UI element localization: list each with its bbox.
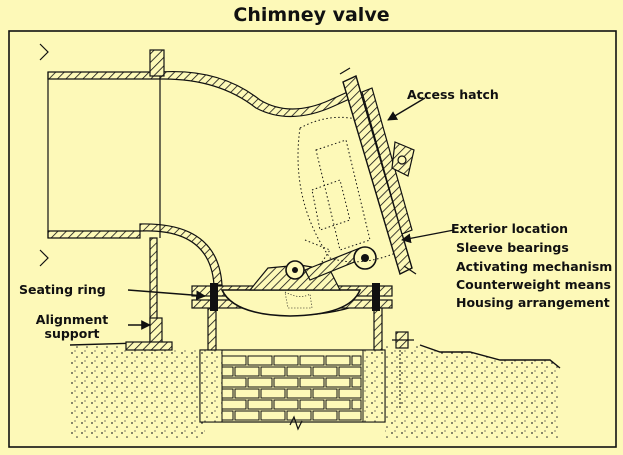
brick (221, 377, 247, 388)
brick (273, 399, 299, 410)
label-activating-mechanism: Activating mechanism (456, 259, 613, 274)
activating-mechanism (304, 246, 377, 281)
label-alignment-support: Alignment support (22, 313, 122, 341)
label-seating-ring: Seating ring (19, 282, 106, 297)
brick (221, 388, 234, 399)
alignment-support (125, 317, 173, 351)
access-hatch-door (339, 67, 417, 275)
flue-duct (39, 43, 357, 351)
brick (221, 410, 234, 421)
brick (234, 388, 260, 399)
label-access-hatch: Access hatch (407, 87, 499, 102)
brick (221, 355, 247, 366)
brick (299, 355, 325, 366)
brick (247, 355, 273, 366)
brick (325, 355, 351, 366)
brick (260, 410, 286, 421)
brick (234, 410, 260, 421)
diagram-frame (8, 30, 617, 448)
brick (286, 410, 312, 421)
brick (247, 377, 273, 388)
diagram-title: Chimney valve (233, 4, 390, 26)
brick (273, 377, 299, 388)
brick (325, 377, 351, 388)
anchor-bolt (392, 331, 414, 410)
brick (351, 355, 362, 366)
brick (351, 399, 362, 410)
brick (221, 366, 234, 377)
brick (351, 377, 362, 388)
label-housing-arrangement: Housing arrangement (456, 295, 610, 310)
label-alignment-support-line1: Alignment (35, 312, 109, 327)
brick (312, 366, 338, 377)
brick (286, 388, 312, 399)
brick (312, 388, 338, 399)
brick (338, 366, 362, 377)
brick (221, 399, 247, 410)
ground-section (69, 342, 561, 440)
brick (286, 366, 312, 377)
brick (247, 399, 273, 410)
brick (273, 355, 299, 366)
break-mark (289, 415, 303, 431)
brick (234, 366, 260, 377)
label-sleeve-bearings: Sleeve bearings (456, 240, 569, 255)
brick (299, 377, 325, 388)
brick-foundation (199, 349, 386, 423)
label-counterweight-means: Counterweight means (456, 277, 611, 292)
label-alignment-support-line2: support (44, 326, 100, 341)
valve-disc-open-ghost (297, 116, 399, 266)
brick (312, 410, 338, 421)
leader-lines (127, 97, 455, 330)
brick (325, 399, 351, 410)
brick (299, 399, 325, 410)
brick (338, 388, 362, 399)
brick (260, 366, 286, 377)
label-exterior-location: Exterior location (451, 221, 569, 236)
brick (260, 388, 286, 399)
brick (338, 410, 362, 421)
